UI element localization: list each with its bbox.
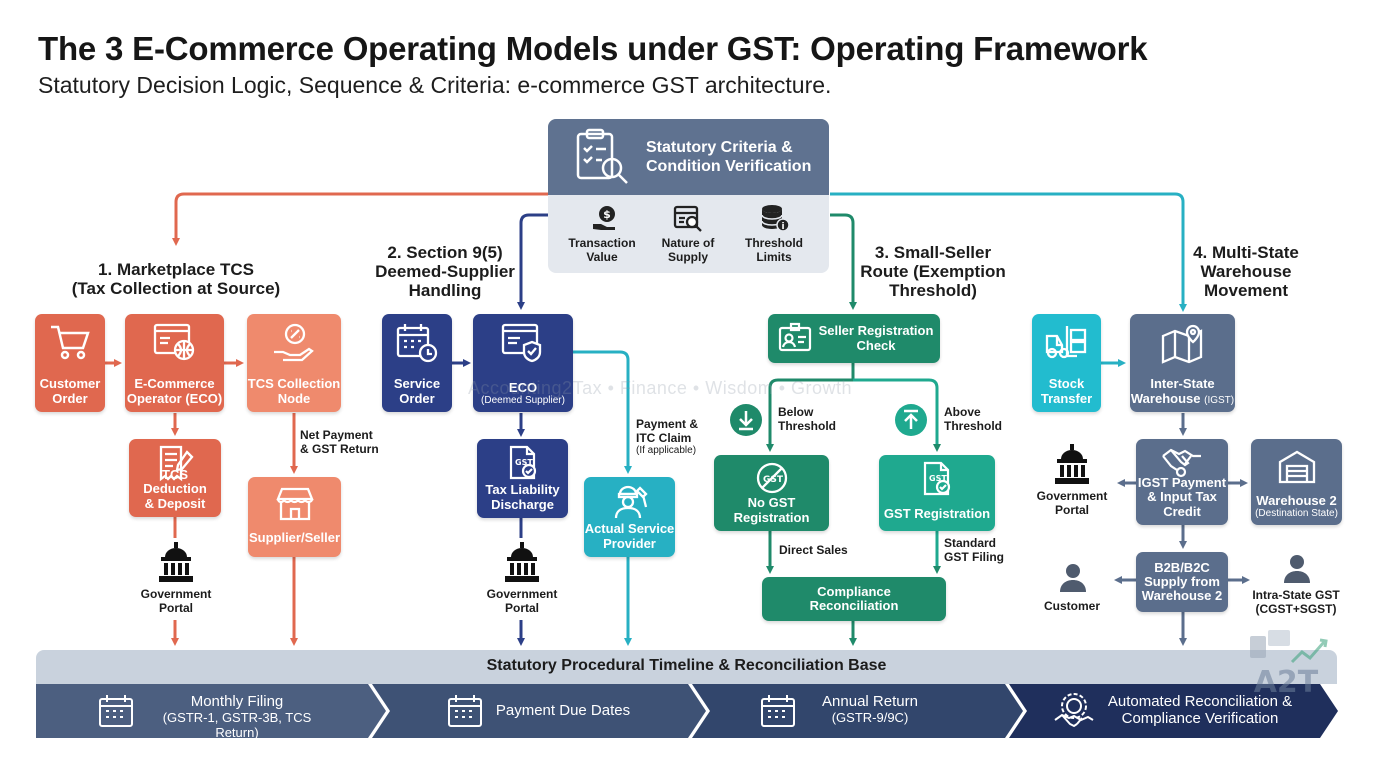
person-icon bbox=[1058, 562, 1088, 597]
arrow-down-circle-icon bbox=[729, 403, 763, 442]
storefront-icon bbox=[248, 485, 341, 523]
page-subtitle: Statutory Decision Logic, Sequence & Cri… bbox=[38, 72, 832, 98]
worker-wrench-icon bbox=[584, 482, 675, 520]
eco-deemed-supplier-node[interactable]: ECO(Deemed Supplier) bbox=[473, 314, 573, 412]
customer-label: Customer bbox=[1043, 599, 1100, 613]
percent-hand-icon bbox=[247, 322, 341, 364]
intra-state-gst-label: Intra-State GST(CGST+SGST) bbox=[1252, 588, 1340, 616]
forklift-icon bbox=[1032, 322, 1101, 362]
receipt-pen-icon bbox=[129, 444, 221, 482]
svg-text:$: $ bbox=[603, 208, 611, 221]
map-pin-icon bbox=[1130, 322, 1235, 364]
gear-handshake-icon bbox=[1052, 688, 1096, 735]
database-info-icon: i bbox=[760, 203, 790, 238]
person-icon bbox=[1282, 553, 1312, 588]
payment-itc-label: Payment &ITC Claim(If applicable) bbox=[636, 417, 699, 457]
arrow-up-circle-icon bbox=[894, 403, 928, 442]
browser-globe-icon bbox=[125, 322, 224, 364]
page-title: The 3 E-Commerce Operating Models under … bbox=[38, 30, 1148, 67]
inter-state-warehouse-node[interactable]: Inter-State Warehouse (IGST) bbox=[1130, 314, 1235, 412]
timeline-step-annual-return[interactable]: Annual Return(GSTR-9/9C) bbox=[822, 693, 918, 725]
svg-text:i: i bbox=[781, 222, 784, 232]
shopping-cart-icon bbox=[35, 322, 105, 362]
timeline-step-monthly-filing[interactable]: Monthly Filing(GSTR-1, GSTR-3B, TCS Retu… bbox=[162, 693, 312, 740]
calendar-clock-icon bbox=[382, 322, 452, 364]
document-search-icon bbox=[673, 204, 703, 237]
svg-text:GST: GST bbox=[929, 474, 947, 483]
logo-text: A2T bbox=[1254, 665, 1319, 700]
government-building-icon bbox=[157, 542, 195, 589]
criteria-title: Statutory Criteria & Condition Verificat… bbox=[646, 139, 812, 176]
svg-text:GST: GST bbox=[515, 458, 533, 467]
calendar-icon bbox=[760, 694, 796, 733]
timeline-step-bg bbox=[36, 684, 386, 738]
timeline-title: Statutory Procedural Timeline & Reconcil… bbox=[486, 657, 887, 674]
supplier-seller-node[interactable]: Supplier/Seller bbox=[248, 477, 341, 557]
gst-document-icon: GST bbox=[879, 461, 995, 497]
calendar-icon bbox=[447, 694, 483, 733]
warehouse-2-node[interactable]: Warehouse 2(Destination State) bbox=[1251, 439, 1342, 525]
id-card-icon bbox=[778, 322, 812, 357]
government-building-icon bbox=[1053, 444, 1091, 491]
handshake-icon bbox=[1136, 444, 1228, 478]
calendar-icon bbox=[98, 694, 134, 733]
gst-document-icon: GST bbox=[477, 445, 568, 481]
svg-text:GST: GST bbox=[763, 475, 784, 485]
warehouse-icon bbox=[1251, 448, 1342, 484]
criteria-header: Statutory Criteria & Condition Verificat… bbox=[548, 119, 829, 195]
gst-registration-node[interactable]: GST GST Registration bbox=[879, 455, 995, 531]
dollar-hand-icon: $ bbox=[591, 204, 619, 237]
watermark: Accounting2Tax • Finance • Wisdom • Grow… bbox=[468, 378, 853, 398]
browser-shield-icon bbox=[473, 322, 573, 364]
no-gst-icon: GST bbox=[714, 461, 829, 495]
a2t-logo: A2T bbox=[1244, 622, 1334, 712]
timeline-step-payment-due-dates[interactable]: Payment Due Dates bbox=[495, 702, 631, 719]
tcs-deduction-node[interactable]: TCS Deduction& Deposit bbox=[129, 439, 221, 517]
timeline-bar bbox=[36, 650, 1337, 684]
checklist-search-icon bbox=[572, 128, 630, 191]
timeline-step-automated-reconciliation[interactable]: Automated Reconciliation &Compliance Ver… bbox=[1107, 693, 1293, 727]
government-building-icon bbox=[503, 542, 541, 589]
net-payment-label: Net Payment& GST Return bbox=[300, 428, 379, 456]
direct-sales-label: Direct Sales bbox=[779, 543, 848, 557]
model1-heading: 1. Marketplace TCS(Tax Collection at Sou… bbox=[71, 260, 281, 299]
